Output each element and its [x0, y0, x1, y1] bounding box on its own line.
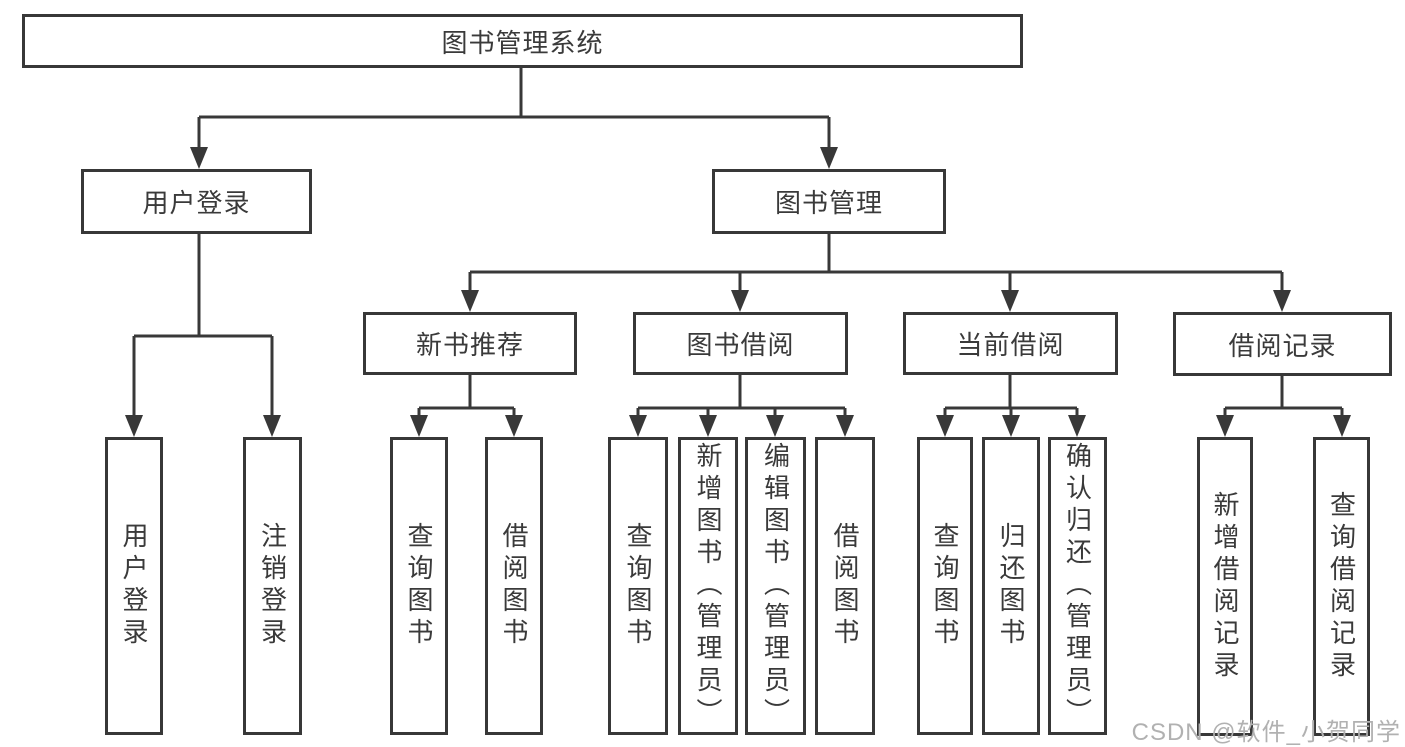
leaf-logout: 注销登录 — [243, 437, 302, 735]
node-current-borrow: 当前借阅 — [903, 312, 1118, 375]
leaf-query-books-2: 查询图书 — [608, 437, 668, 735]
node-root-system: 图书管理系统 — [22, 14, 1023, 68]
leaf-confirm-return-admin: 确认归还（管理员） — [1048, 437, 1107, 735]
node-new-book-recommend: 新书推荐 — [363, 312, 577, 375]
leaf-borrow-books-2: 借阅图书 — [815, 437, 875, 735]
leaf-add-books-admin: 新增图书（管理员） — [678, 437, 738, 735]
leaf-query-books-1: 查询图书 — [390, 437, 448, 735]
node-borrow-record: 借阅记录 — [1173, 312, 1392, 376]
leaf-query-borrow-record: 查询借阅记录 — [1313, 437, 1370, 736]
leaf-add-borrow-record: 新增借阅记录 — [1197, 437, 1253, 736]
leaf-return-books: 归还图书 — [982, 437, 1040, 735]
leaf-borrow-books-1: 借阅图书 — [485, 437, 543, 735]
node-book-management-branch: 图书管理 — [712, 169, 946, 234]
leaf-user-login: 用户登录 — [105, 437, 163, 735]
node-book-borrow: 图书借阅 — [633, 312, 848, 375]
node-user-login-branch: 用户登录 — [81, 169, 312, 234]
leaf-query-books-3: 查询图书 — [917, 437, 973, 735]
arrowheads — [125, 147, 1351, 437]
leaf-edit-books-admin: 编辑图书（管理员） — [745, 437, 806, 735]
csdn-watermark: CSDN @软件_小贺同学 — [1131, 719, 1401, 746]
